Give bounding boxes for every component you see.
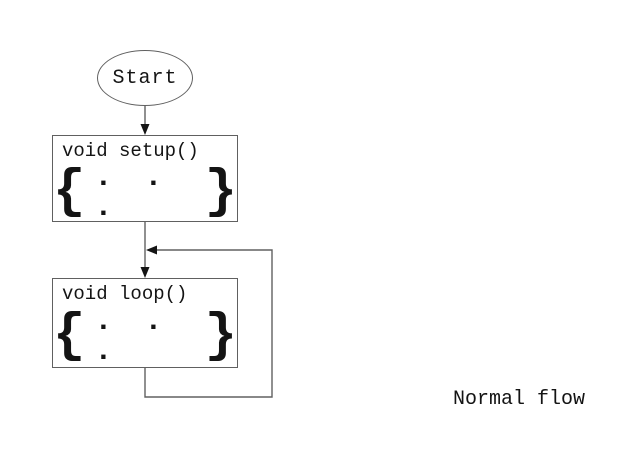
start-label: Start: [112, 66, 178, 90]
setup-node: void setup() { . . . }: [52, 135, 238, 223]
arrowhead-left-icon: [146, 245, 157, 255]
ellipsis-dots: . . .: [94, 304, 170, 369]
arrowhead-down-icon: [140, 267, 150, 278]
ellipsis-dots: . . .: [94, 161, 170, 225]
start-node: Start: [97, 50, 193, 106]
setup-body: { . . . }: [53, 163, 237, 223]
loop-node: void loop() { . . . }: [52, 278, 238, 368]
open-brace: {: [53, 305, 86, 367]
open-brace: {: [53, 162, 86, 223]
caption-normal-flow: Normal flow: [453, 388, 586, 411]
arrowhead-down-icon: [140, 124, 150, 135]
loop-title: void loop(): [62, 283, 188, 305]
loop-body: { . . . }: [53, 306, 237, 367]
close-brace: }: [204, 305, 237, 367]
close-brace: }: [204, 162, 237, 223]
setup-title: void setup(): [62, 140, 199, 162]
